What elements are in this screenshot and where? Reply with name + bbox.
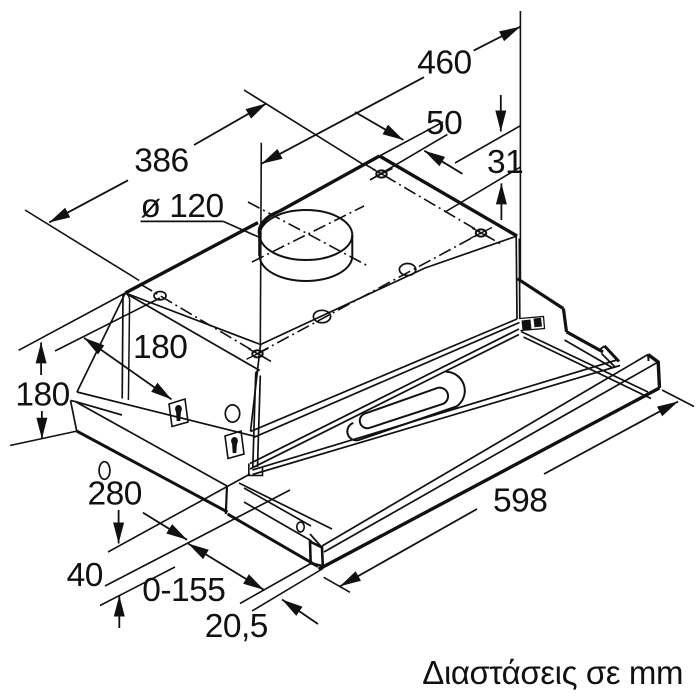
svg-text:598: 598 xyxy=(493,483,547,520)
svg-text:Διαστάσεις σε mm: Διαστάσεις σε mm xyxy=(422,654,683,691)
svg-text:ø 120: ø 120 xyxy=(141,188,224,225)
svg-text:180: 180 xyxy=(133,329,187,366)
svg-text:180: 180 xyxy=(15,376,69,413)
svg-text:386: 386 xyxy=(134,142,188,179)
svg-text:0-155: 0-155 xyxy=(142,572,225,609)
svg-text:40: 40 xyxy=(67,557,103,594)
svg-text:280: 280 xyxy=(88,476,142,513)
svg-text:50: 50 xyxy=(426,105,462,142)
svg-text:20,5: 20,5 xyxy=(205,608,268,645)
svg-text:31: 31 xyxy=(487,144,523,181)
svg-text:460: 460 xyxy=(417,45,471,82)
